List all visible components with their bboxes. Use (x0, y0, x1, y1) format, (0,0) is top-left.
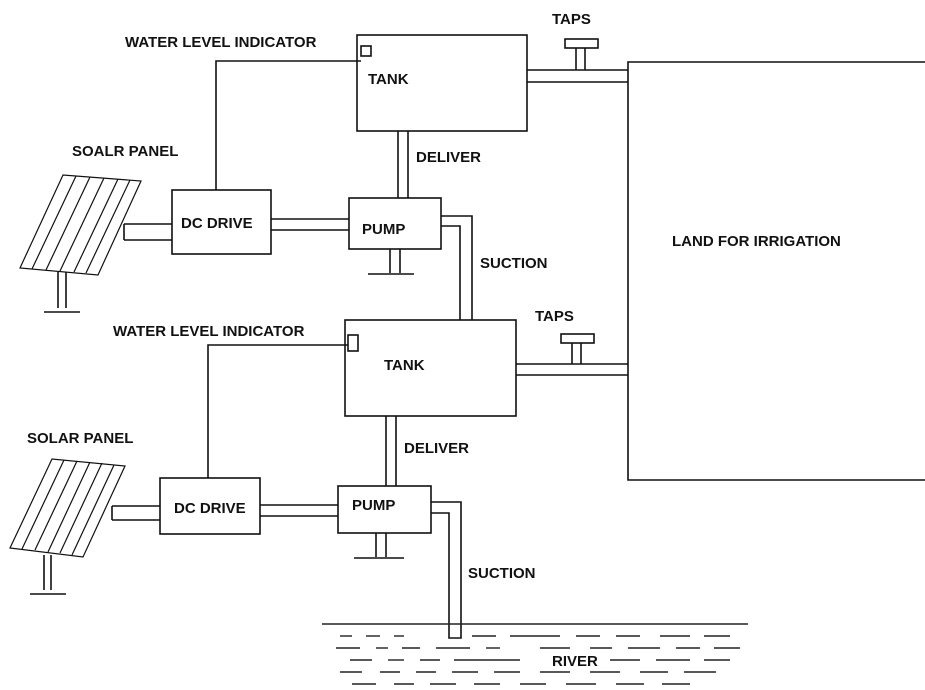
upper-tap-pipe (527, 38, 628, 83)
lower-suction-pipe (431, 501, 462, 639)
upper-level-indicator-icon (360, 45, 372, 57)
upper-suction-label: SUCTION (480, 255, 548, 272)
lower-drive-cable (260, 504, 338, 517)
river-label: RIVER (552, 653, 598, 670)
upper-pump-stand (368, 249, 414, 275)
river-waves (336, 635, 740, 685)
upper-stage: TANK WATER LEVEL INDICATOR TAPS DELIVER (19, 11, 628, 320)
lower-indicator-wire (207, 344, 348, 478)
lower-tap-pipe (516, 333, 628, 376)
upper-dc-drive (171, 189, 272, 255)
lower-tank (344, 319, 517, 417)
upper-tap-icon (564, 38, 599, 49)
upper-pump (348, 197, 442, 250)
upper-drive-label: DC DRIVE (181, 215, 253, 232)
upper-deliver-label: DELIVER (416, 149, 481, 166)
lower-pump (337, 485, 432, 534)
upper-tank-label: TANK (368, 71, 409, 88)
upper-solar-panel-icon (19, 174, 142, 313)
lower-taps-label: TAPS (535, 308, 574, 325)
land-area: LAND FOR IRRIGATION (627, 61, 925, 481)
lower-dc-drive (159, 477, 261, 535)
lower-pump-label: PUMP (352, 497, 395, 514)
lower-deliver-pipe (385, 416, 397, 486)
lower-level-indicator-icon (347, 334, 359, 352)
lower-indicator-label: WATER LEVEL INDICATOR (113, 323, 305, 340)
lower-panel-label: SOLAR PANEL (27, 430, 133, 447)
lower-deliver-label: DELIVER (404, 440, 469, 457)
lower-tap-icon (560, 333, 595, 344)
upper-pump-label: PUMP (362, 221, 405, 238)
lower-panel-cable (111, 505, 160, 521)
land-label: LAND FOR IRRIGATION (672, 233, 841, 250)
upper-deliver-pipe (397, 131, 409, 198)
lower-solar-panel-icon (9, 458, 126, 595)
upper-taps-label: TAPS (552, 11, 591, 28)
river: RIVER (322, 623, 748, 685)
lower-tank-label: TANK (384, 357, 425, 374)
upper-suction-pipe (441, 215, 473, 320)
upper-tank (356, 34, 528, 132)
lower-suction-label: SUCTION (468, 565, 536, 582)
upper-panel-cable (123, 223, 172, 241)
upper-indicator-label: WATER LEVEL INDICATOR (125, 34, 317, 51)
upper-panel-label: SOALR PANEL (72, 143, 178, 160)
upper-indicator-wire (215, 60, 361, 190)
lower-pump-stand (354, 533, 404, 559)
lower-stage: TANK WATER LEVEL INDICATOR TAPS DELIVER (9, 308, 628, 639)
lower-drive-label: DC DRIVE (174, 500, 246, 517)
upper-drive-cable (271, 218, 349, 231)
